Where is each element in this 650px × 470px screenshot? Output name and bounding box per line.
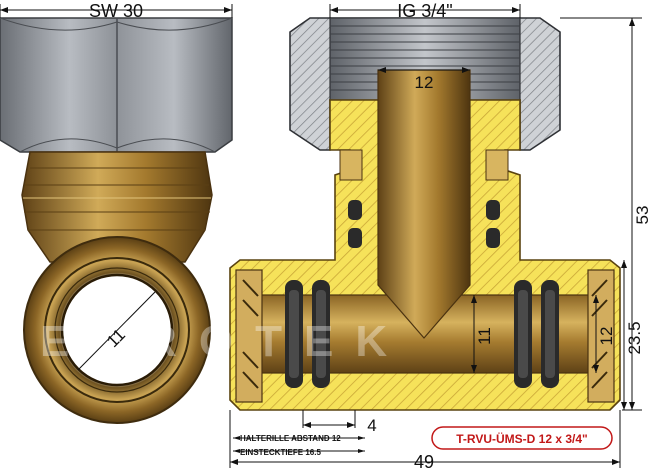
watermark: EUROTEK bbox=[40, 317, 409, 366]
dim-thread: IG 3/4" bbox=[397, 1, 452, 21]
note-halterille: HALTERILLE ABSTAND 12 bbox=[240, 434, 341, 443]
right-view-section bbox=[229, 17, 621, 411]
dim-height: 53 bbox=[633, 206, 650, 225]
stem-seals bbox=[339, 149, 509, 248]
left-cartridge bbox=[235, 269, 330, 403]
hex-nut bbox=[0, 17, 233, 153]
dimension-lines bbox=[0, 4, 642, 468]
product-code-badge: T-RVU-ÜMS-D 12 x 3/4" bbox=[431, 426, 613, 450]
right-cartridge bbox=[514, 269, 615, 403]
brass-body bbox=[21, 151, 213, 263]
dim-bore-side: 11 bbox=[475, 327, 494, 345]
dim-sw: SW 30 bbox=[89, 1, 143, 21]
dim-gap: 4 bbox=[367, 416, 376, 435]
product-code: T-RVU-ÜMS-D 12 x 3/4" bbox=[456, 431, 588, 446]
dim-axis-height: 23.5 bbox=[625, 321, 644, 354]
note-einstecktiefe: EINSTECKTIEFE 16.5 bbox=[240, 448, 321, 457]
dim-bore-top: 12 bbox=[415, 73, 434, 92]
dim-bore-run: 12 bbox=[597, 327, 616, 346]
dim-length: 49 bbox=[414, 452, 434, 470]
arrowheads bbox=[0, 7, 635, 465]
